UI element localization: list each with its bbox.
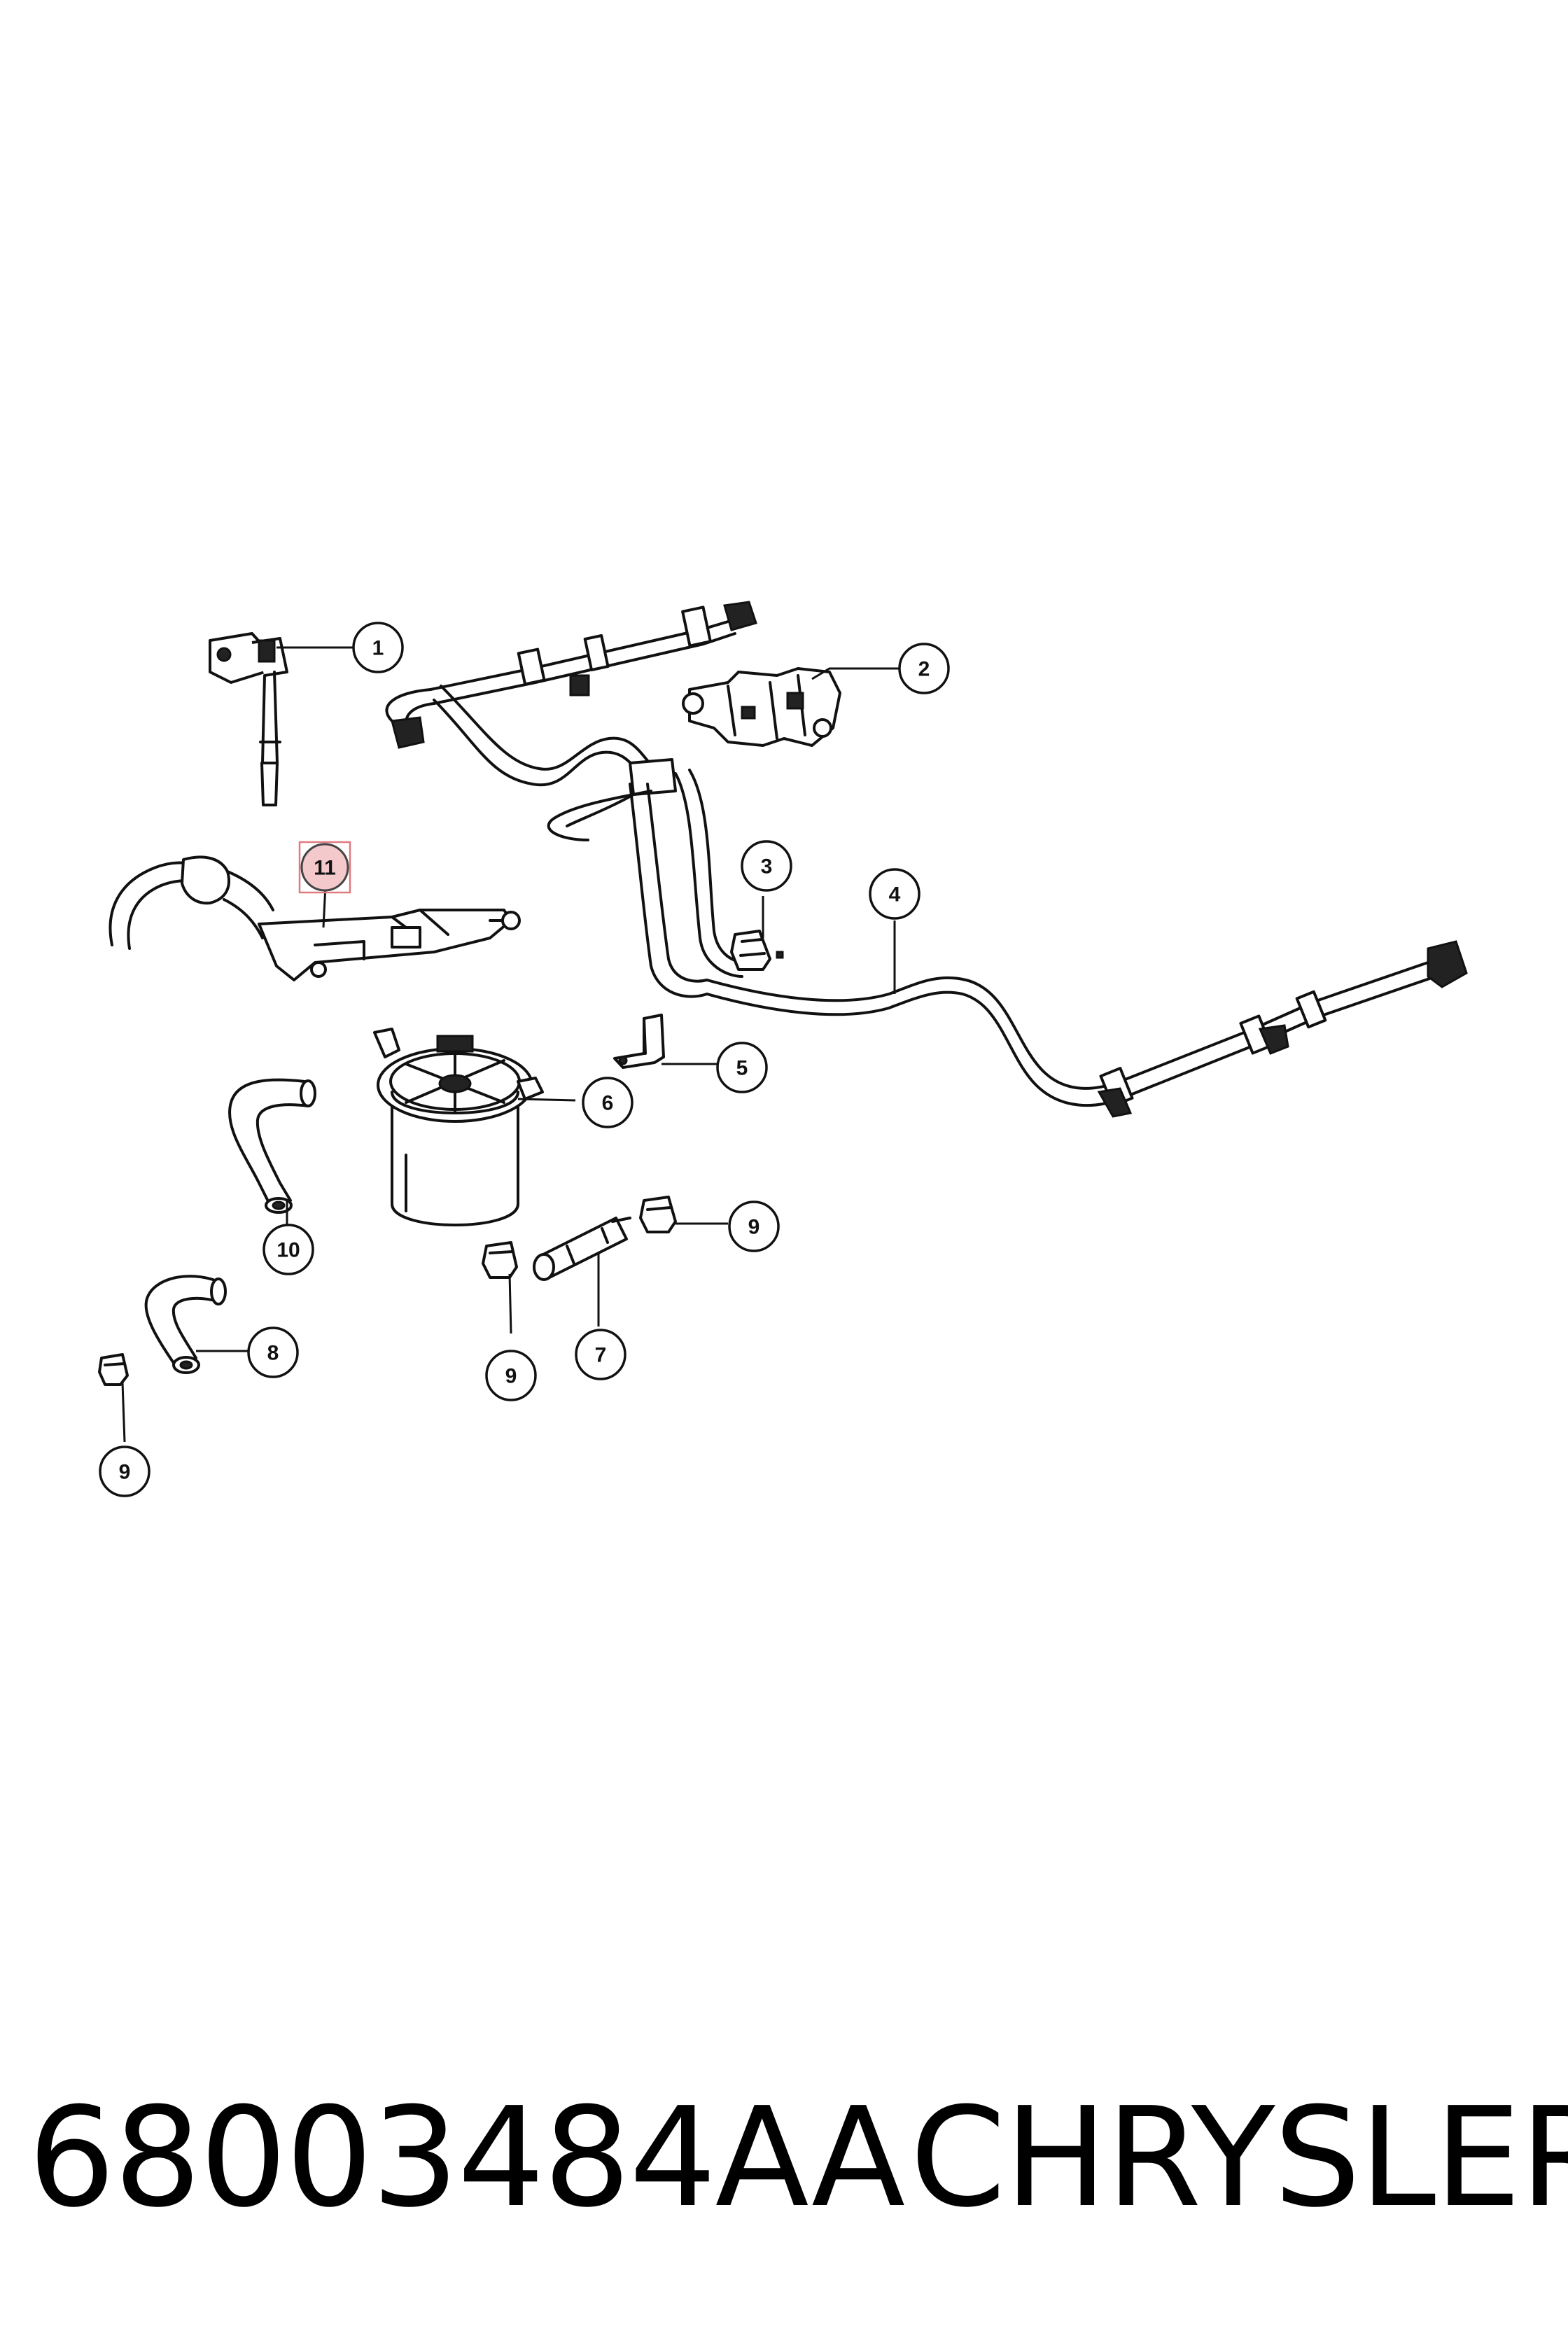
part-9-clip-b[interactable]	[639, 1196, 677, 1233]
callout-6[interactable]: 6	[582, 1077, 634, 1128]
svg-text:3: 3	[761, 855, 773, 878]
callout-11-highlighted[interactable]: 11	[298, 841, 351, 894]
callout-10[interactable]: 10	[262, 1224, 314, 1275]
svg-text:1: 1	[372, 637, 384, 660]
callout-3[interactable]: 3	[741, 840, 792, 892]
part-number: 68003484AA	[28, 2078, 905, 2238]
part-6-canister[interactable]	[373, 1028, 544, 1226]
callout-7[interactable]: 7	[575, 1329, 626, 1380]
svg-text:9: 9	[748, 1216, 760, 1239]
svg-text:2: 2	[918, 658, 930, 681]
part-9-clip-c[interactable]	[98, 1353, 129, 1386]
callout-9-middle[interactable]: 9	[485, 1350, 537, 1401]
brand-name: CHRYSLER	[910, 2078, 1568, 2238]
part-9-clip-a[interactable]	[482, 1241, 518, 1279]
part-1-sensor[interactable]	[209, 632, 288, 806]
part-10-elbow-hose[interactable]	[228, 1078, 316, 1214]
svg-text:5: 5	[736, 1057, 748, 1080]
svg-text:4: 4	[889, 883, 901, 906]
callout-5[interactable]: 5	[716, 1042, 768, 1093]
part-8-small-hose[interactable]	[144, 1275, 227, 1374]
part-5-bracket[interactable]	[613, 1014, 665, 1069]
part-3-clip[interactable]	[730, 930, 784, 971]
svg-text:7: 7	[595, 1344, 607, 1367]
part-7-connector[interactable]	[533, 1217, 631, 1281]
callout-9-right[interactable]: 9	[728, 1200, 780, 1252]
leader-lines	[121, 646, 899, 1443]
callout-8[interactable]: 8	[247, 1326, 299, 1378]
svg-text:6: 6	[602, 1092, 614, 1115]
part-4-line[interactable]	[706, 940, 1468, 1118]
part-2-valve-bracket[interactable]	[682, 667, 841, 747]
svg-text:9: 9	[505, 1365, 517, 1388]
callout-1[interactable]: 1	[352, 622, 404, 673]
callout-2[interactable]: 2	[898, 643, 950, 694]
callout-4[interactable]: 4	[869, 868, 920, 920]
svg-text:10: 10	[276, 1239, 300, 1262]
callout-9-left[interactable]: 9	[99, 1446, 150, 1497]
svg-text:11: 11	[314, 857, 336, 880]
svg-text:8: 8	[267, 1342, 279, 1365]
part-11-hose-bracket[interactable]	[108, 855, 521, 981]
upper-hose-assembly[interactable]	[385, 601, 757, 998]
svg-text:9: 9	[119, 1461, 131, 1484]
